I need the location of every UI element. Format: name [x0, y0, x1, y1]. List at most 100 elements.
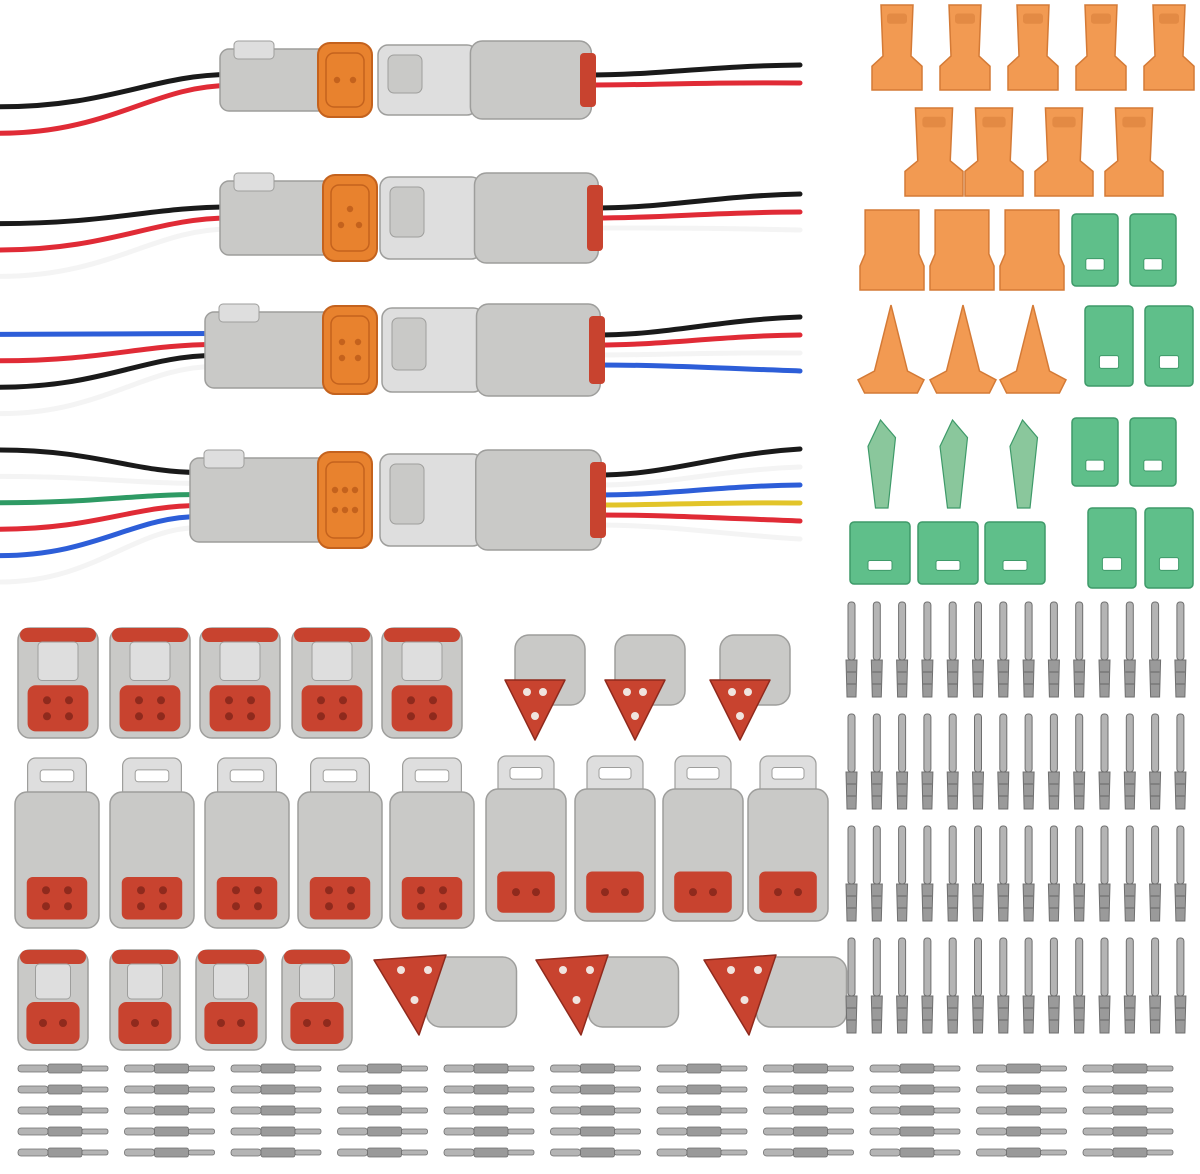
terminal-hole [623, 688, 631, 696]
pin-hole [346, 205, 354, 213]
wire-white [595, 464, 803, 488]
pin-crimp [1149, 771, 1162, 810]
terminal-hole [736, 712, 744, 720]
green-wedge-lock [1129, 213, 1177, 287]
male-receptacle-4pin [389, 757, 475, 929]
terminal-hole [137, 902, 145, 911]
orange-cone-lock [999, 304, 1067, 394]
pin-shaft [1151, 937, 1160, 997]
pin-terminal [1149, 601, 1162, 698]
green-wedge-lock [1084, 305, 1134, 387]
terminal-hole [325, 902, 333, 911]
socket-tail [81, 1149, 109, 1156]
socket-tail [294, 1107, 322, 1114]
pin-crimp [845, 659, 858, 698]
green-wedge-lock [1087, 507, 1137, 589]
terminal-face [401, 877, 463, 920]
latch [219, 641, 261, 681]
top-seal [202, 628, 278, 642]
wire-green [0, 492, 203, 506]
male-receptacle-2pin [485, 755, 567, 922]
pin-terminal [1174, 601, 1187, 698]
terminal-hole [417, 902, 425, 911]
wedge-body [984, 521, 1046, 585]
male-receptacle-4pin [297, 757, 383, 929]
pin-crimp [845, 771, 858, 810]
female-receptacle-4pin [381, 627, 463, 739]
top-seal [384, 628, 460, 642]
pin-shaft [1075, 825, 1084, 885]
socket-barrel [869, 1064, 901, 1073]
terminal-hole [740, 996, 749, 1004]
terminal-hole [59, 1019, 67, 1027]
top-seal [198, 950, 264, 964]
terminal-hole [407, 712, 415, 721]
pin-terminal [1073, 713, 1086, 810]
latch [37, 641, 79, 681]
socket-crimp [793, 1063, 828, 1074]
terminal-hole [247, 712, 255, 721]
pin-crimp [1123, 883, 1136, 922]
terminal-hole [225, 696, 233, 705]
socket-barrel [230, 1127, 262, 1136]
socket-crimp [580, 1147, 615, 1158]
terminal-hole [631, 712, 639, 720]
terminal-hole [237, 1019, 245, 1027]
wire-red [594, 332, 803, 348]
socket-barrel [443, 1127, 475, 1136]
wedge-window [1101, 557, 1123, 571]
terminal-hole [727, 966, 735, 974]
socket-tail [827, 1149, 854, 1156]
pin-shaft [872, 601, 881, 661]
wedge-notch [955, 13, 975, 24]
socket-terminal [763, 1147, 854, 1158]
socket-terminal [763, 1105, 854, 1116]
pin-terminal [1022, 601, 1035, 698]
orange-cone-lock [857, 304, 925, 394]
socket-terminal [763, 1126, 854, 1137]
pin-terminal [1047, 937, 1060, 1034]
socket-terminal [550, 1105, 641, 1116]
socket-crimp [899, 1084, 935, 1095]
female-receptacle-3pin [504, 634, 586, 741]
female-housing [189, 457, 331, 543]
socket-tail [614, 1128, 641, 1135]
orange-seal-inner [325, 461, 365, 539]
socket-crimp [260, 1063, 296, 1074]
pin-hole [355, 221, 363, 229]
pin-terminal [896, 825, 909, 922]
harness-3pin [0, 172, 803, 279]
pin-terminal [896, 937, 909, 1034]
socket-tail [933, 1128, 961, 1135]
wedge-notch [1052, 116, 1076, 128]
pin-terminal [1123, 601, 1136, 698]
pin-crimp [1047, 995, 1060, 1034]
pin-crimp [1022, 995, 1035, 1034]
socket-crimp [580, 1126, 615, 1137]
latch [299, 963, 335, 1000]
terminal-face [391, 685, 453, 732]
pin-terminal [1123, 937, 1136, 1034]
pin-crimp [1047, 659, 1060, 698]
socket-crimp [793, 1105, 828, 1116]
wired-connector-pairs [0, 40, 803, 585]
pin-crimp [870, 995, 883, 1034]
socket-barrel [124, 1148, 155, 1157]
socket-terminal [337, 1105, 428, 1116]
socket-crimp [473, 1126, 509, 1137]
terminal-hole [64, 902, 72, 911]
terminal-hole [232, 902, 240, 911]
socket-barrel [550, 1064, 581, 1073]
socket-barrel [17, 1148, 49, 1157]
orange-wedge-lock [1104, 107, 1164, 197]
terminal-hole [42, 902, 50, 911]
pin-crimp [971, 995, 985, 1034]
pin-terminal [1174, 825, 1187, 922]
wire-white [0, 364, 218, 417]
socket-tail [507, 1086, 535, 1093]
socket-terminal [869, 1063, 961, 1074]
pin-shaft [847, 713, 856, 773]
wire-white [0, 525, 203, 585]
socket-crimp [473, 1147, 509, 1158]
